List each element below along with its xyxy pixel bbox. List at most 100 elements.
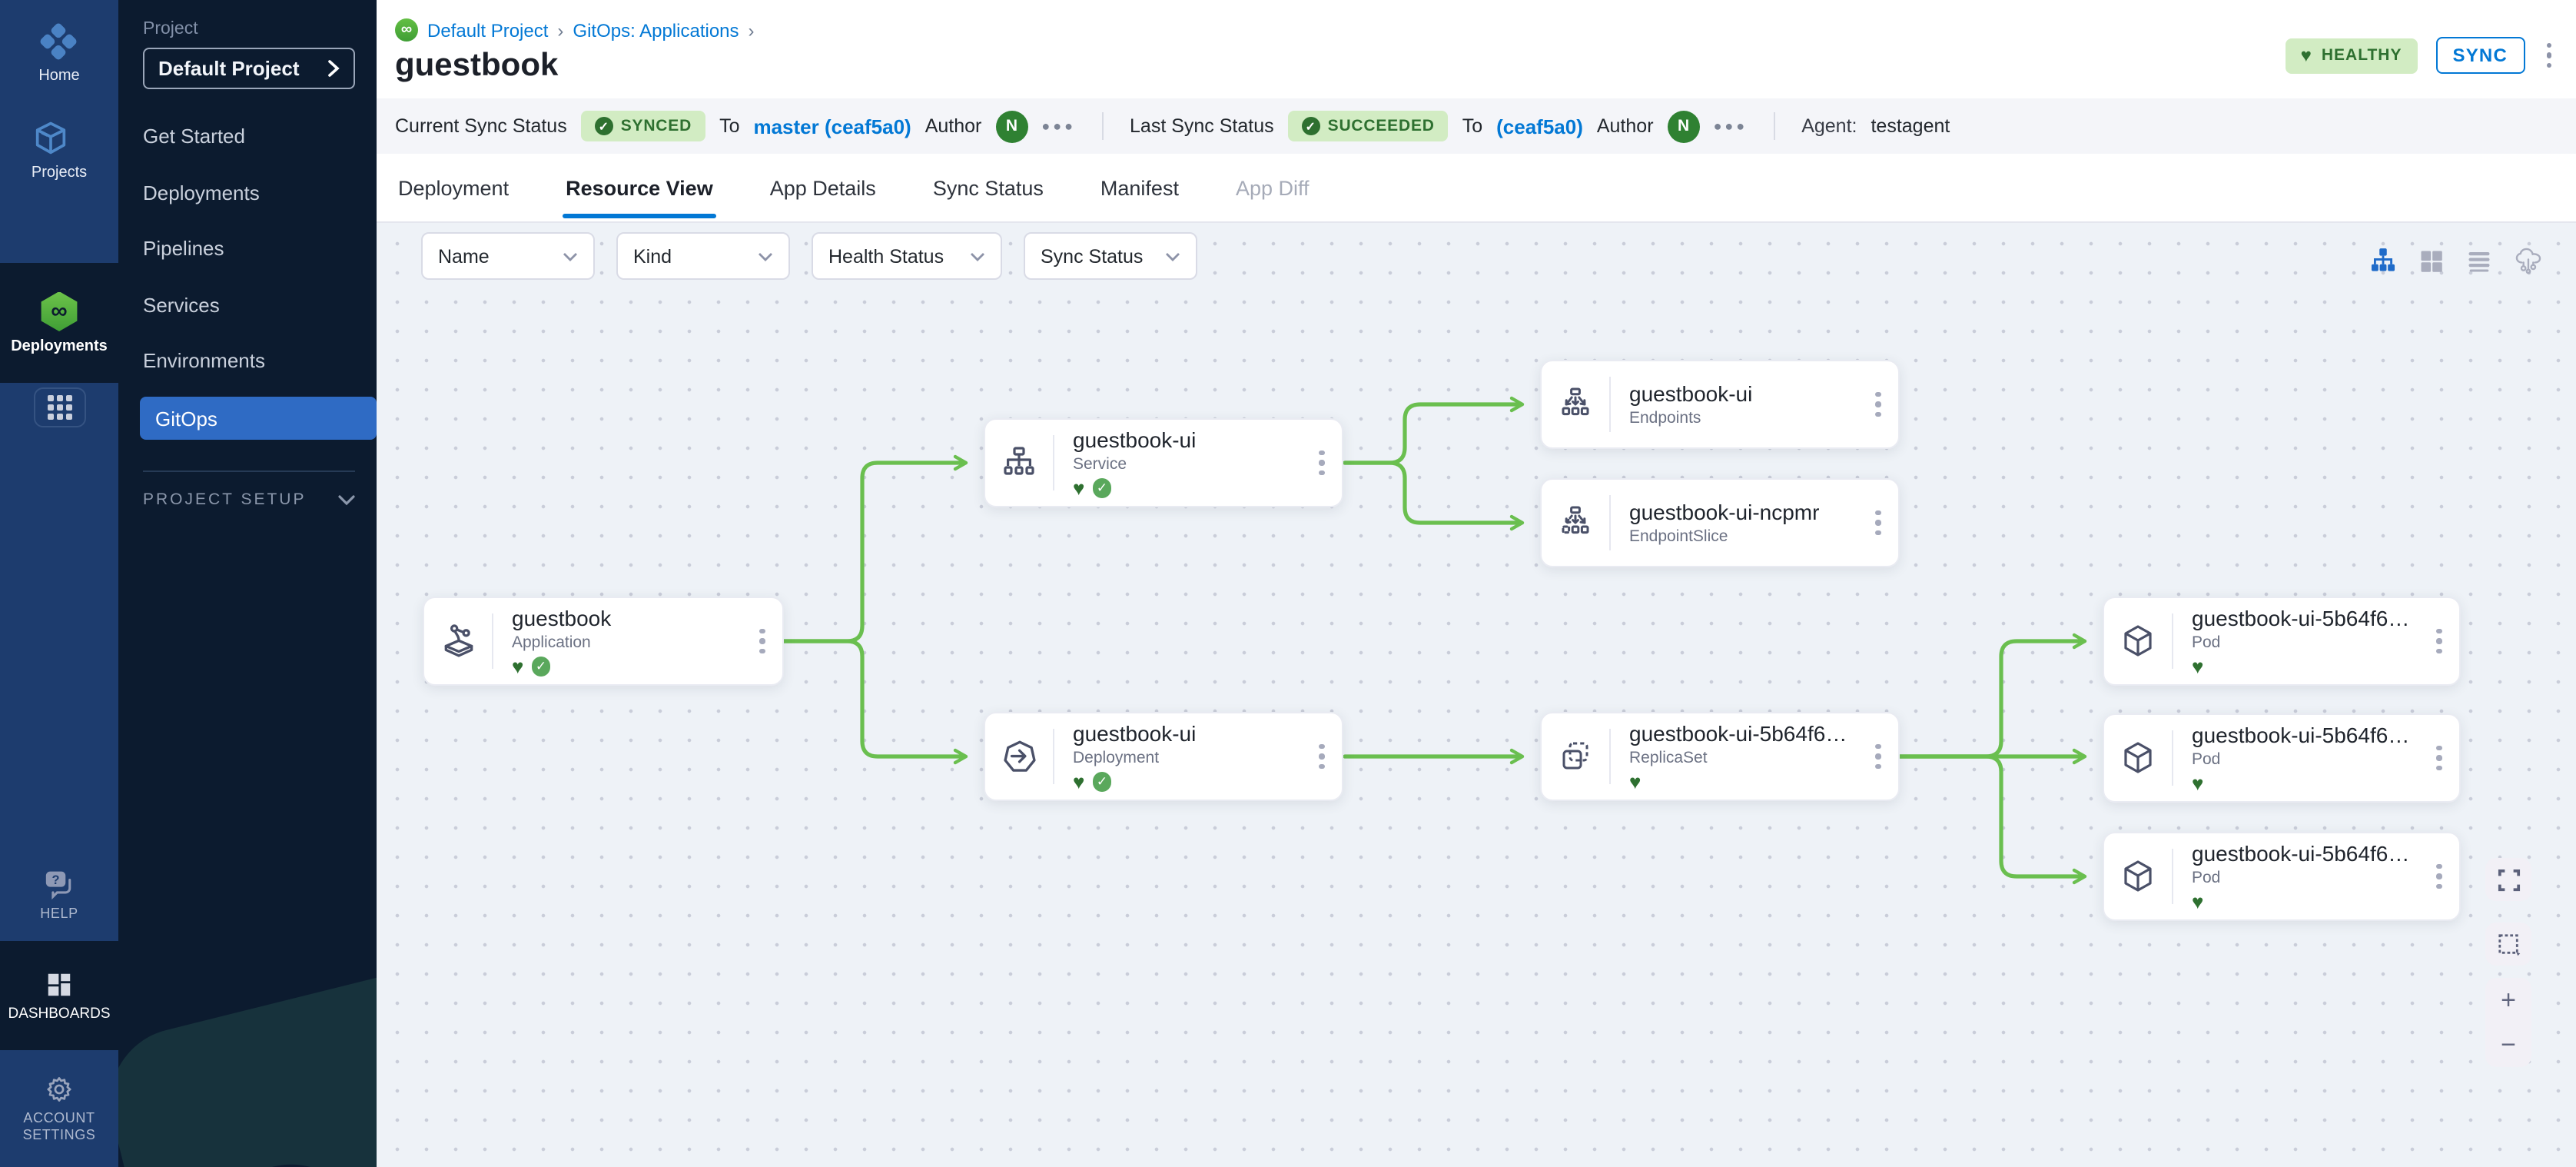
sidebar-item-services[interactable]: Services (143, 294, 220, 317)
app-menu-button[interactable] (2543, 40, 2554, 71)
view-mode-toggles (2369, 246, 2544, 275)
rail-module-picker[interactable] (0, 387, 118, 434)
rail-home-label: Home (38, 68, 80, 85)
breadcrumb-applications-link[interactable]: GitOps: Applications (573, 19, 739, 41)
rail-item-projects[interactable]: Projects (32, 118, 87, 181)
tab-app-diff[interactable]: App Diff (1235, 176, 1310, 199)
sidebar-item-deployments[interactable]: Deployments (143, 181, 260, 204)
resource-tree-canvas[interactable] (377, 223, 2576, 1167)
gitops-watermark-logo (118, 966, 377, 1167)
filter-kind-label: Kind (633, 245, 672, 267)
rail-item-help[interactable]: ? HELP (0, 849, 118, 941)
node-menu-button[interactable] (1302, 743, 1342, 770)
gitops-logo-icon: ∞ (395, 18, 418, 42)
node-menu-button[interactable] (1858, 743, 1898, 770)
divider (1102, 112, 1104, 140)
node-endpointslice-guestbook-ui-ncpmr[interactable]: guestbook-ui-ncpmr EndpointSlice (1540, 478, 1900, 567)
node-kind: ReplicaSet (1629, 749, 1708, 767)
author-avatar[interactable]: N (1667, 110, 1700, 142)
succeeded-badge: ✓ SUCCEEDED (1287, 111, 1449, 141)
node-application-guestbook[interactable]: guestbook Application ♥✓ (423, 597, 784, 686)
zoom-out-button[interactable]: − (2501, 1030, 2516, 1059)
filter-health-status-label: Health Status (828, 245, 944, 267)
svg-text:?: ? (51, 873, 59, 887)
node-replicaset-guestbook-ui-5b64f69597[interactable]: guestbook-ui-5b64f69597 ReplicaSet ♥ (1540, 712, 1900, 801)
gear-icon (47, 1077, 71, 1102)
filter-health-status[interactable]: Health Status (812, 232, 1002, 280)
current-revision-link[interactable]: master (ceaf5a0) (753, 115, 911, 138)
node-pod-2[interactable]: guestbook-ui-5b64f6959... Pod ♥ (2103, 713, 2461, 803)
chevron-down-icon (563, 252, 577, 261)
node-kind: Deployment (1073, 749, 1160, 767)
node-menu-button[interactable] (2419, 628, 2459, 654)
filter-kind[interactable]: Kind (616, 232, 790, 280)
marquee-select-button[interactable] (2485, 923, 2531, 966)
last-revision-link[interactable]: (ceaf5a0) (1496, 115, 1583, 138)
rail-item-home[interactable]: Home (38, 22, 80, 85)
node-service-guestbook-ui[interactable]: guestbook-ui Service ♥✓ (984, 418, 1343, 507)
rail-item-deployments-active[interactable]: ∞ Deployments (0, 263, 118, 383)
project-selector[interactable]: Default Project (143, 48, 355, 89)
node-pod-3[interactable]: guestbook-ui-5b64f6959... Pod ♥ (2103, 832, 2461, 921)
tree-view-icon[interactable] (2369, 246, 2398, 275)
node-endpoints-guestbook-ui[interactable]: guestbook-ui Endpoints (1540, 360, 1900, 449)
zoom-controls: + − (2485, 978, 2531, 1067)
node-menu-button[interactable] (1858, 391, 1898, 417)
node-pod-1[interactable]: guestbook-ui-5b64f6959... Pod ♥ (2103, 597, 2461, 686)
author-label: Author (1596, 115, 1654, 137)
filter-name[interactable]: Name (421, 232, 595, 280)
node-menu-button[interactable] (1302, 450, 1342, 476)
node-menu-button[interactable] (742, 628, 782, 654)
healthy-heart-icon: ♥ (2192, 890, 2204, 913)
node-kind: Endpoints (1629, 409, 1701, 427)
check-icon: ✓ (594, 117, 613, 135)
node-menu-button[interactable] (2419, 745, 2459, 771)
sidebar-item-environments[interactable]: Environments (143, 349, 265, 372)
heart-icon: ♥ (2300, 45, 2312, 66)
fullscreen-button[interactable] (2485, 858, 2531, 901)
sidebar-item-get-started[interactable]: Get Started (143, 125, 245, 148)
project-setup-toggle[interactable]: PROJECT SETUP (143, 490, 355, 509)
network-view-icon[interactable] (2513, 246, 2544, 275)
filter-sync-status[interactable]: Sync Status (1024, 232, 1197, 280)
healthy-heart-icon: ♥ (1073, 477, 1085, 500)
tab-deployment[interactable]: Deployment (398, 176, 510, 199)
grid-view-icon[interactable] (2418, 247, 2445, 274)
health-status-badge: ♥ HEALTHY (2285, 38, 2418, 73)
synced-check-icon: ✓ (1092, 772, 1112, 792)
rail-item-account-settings[interactable]: ACCOUNT SETTINGS (0, 1050, 118, 1167)
sidebar-item-gitops[interactable]: GitOps (140, 397, 377, 440)
breadcrumb-project-link[interactable]: Default Project (427, 19, 549, 41)
deployments-gitops-icon: ∞ (41, 291, 78, 331)
sidebar-divider (143, 470, 355, 472)
rail-item-dashboards[interactable]: DASHBOARDS (0, 941, 118, 1050)
healthy-heart-icon: ♥ (1629, 770, 1642, 793)
more-info-dots[interactable]: ●●● (1713, 118, 1748, 134)
tab-resource-view[interactable]: Resource View (563, 156, 716, 221)
rail-projects-label: Projects (31, 165, 88, 181)
help-chat-icon: ? (45, 871, 71, 899)
author-avatar[interactable]: N (995, 110, 1028, 142)
tab-sync-status[interactable]: Sync Status (932, 176, 1044, 199)
sync-button[interactable]: SYNC (2435, 37, 2525, 74)
sidebar-item-pipelines[interactable]: Pipelines (143, 237, 224, 260)
tab-manifest[interactable]: Manifest (1100, 176, 1179, 199)
chevron-down-icon (971, 252, 984, 261)
node-name: guestbook-ui-5b64f69597 (1629, 721, 1852, 746)
home-harness-icon (40, 23, 77, 60)
node-deployment-guestbook-ui[interactable]: guestbook-ui Deployment ♥✓ (984, 712, 1343, 801)
zoom-in-button[interactable]: + (2501, 986, 2516, 1015)
tab-app-details[interactable]: App Details (769, 176, 876, 199)
node-kind: Pod (2192, 750, 2221, 769)
healthy-heart-icon: ♥ (2192, 772, 2204, 795)
node-kind: Pod (2192, 633, 2221, 652)
node-kind: Application (512, 633, 591, 652)
more-info-dots[interactable]: ●●● (1041, 118, 1077, 134)
synced-check-icon: ✓ (1092, 478, 1112, 498)
node-menu-button[interactable] (2419, 863, 2459, 889)
rail-top-section: Home Projects (0, 0, 118, 263)
check-icon: ✓ (1301, 117, 1320, 135)
list-view-icon[interactable] (2465, 247, 2493, 274)
node-menu-button[interactable] (1858, 510, 1898, 536)
health-status-label: HEALTHY (2321, 46, 2402, 65)
